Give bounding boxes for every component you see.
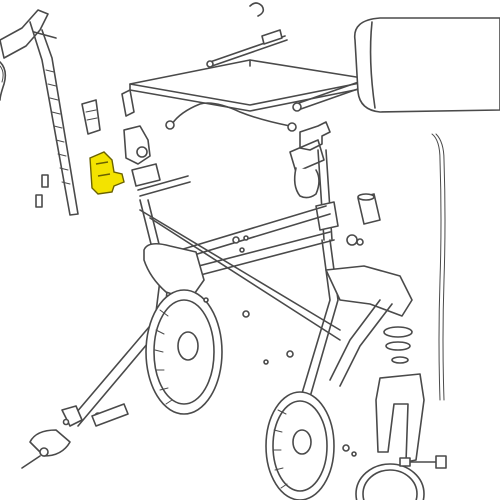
- left-handle-clamp: [121, 89, 161, 187]
- folding-rod: [206, 29, 288, 68]
- brake-cable: [165, 102, 297, 132]
- rear-brake-cable: [431, 133, 446, 401]
- storage-bag: [353, 17, 500, 113]
- left-stub-tube: [91, 403, 129, 427]
- front-caster-wheel: [355, 463, 425, 500]
- highlighted-height-adjust-clamp: [89, 151, 125, 195]
- left-brake-lever: [0, 61, 7, 101]
- clip-part-2: [35, 194, 43, 208]
- front-caster-fork: [375, 326, 425, 463]
- small-washers: [203, 235, 357, 457]
- small-bracket-part: [81, 99, 101, 135]
- axle-bolt: [399, 455, 447, 469]
- right-rear-wheel: [265, 391, 335, 500]
- left-push-handle: [0, 9, 79, 216]
- spring-clip-top: [249, 2, 265, 17]
- left-front-wheel: [145, 289, 223, 415]
- right-rear-leg: [299, 239, 413, 405]
- right-joint: [315, 201, 364, 246]
- right-cylinder-part: [357, 193, 381, 225]
- clip-part-1: [41, 174, 49, 188]
- right-push-handle: [289, 121, 333, 241]
- left-leg-end-cap: [21, 405, 102, 469]
